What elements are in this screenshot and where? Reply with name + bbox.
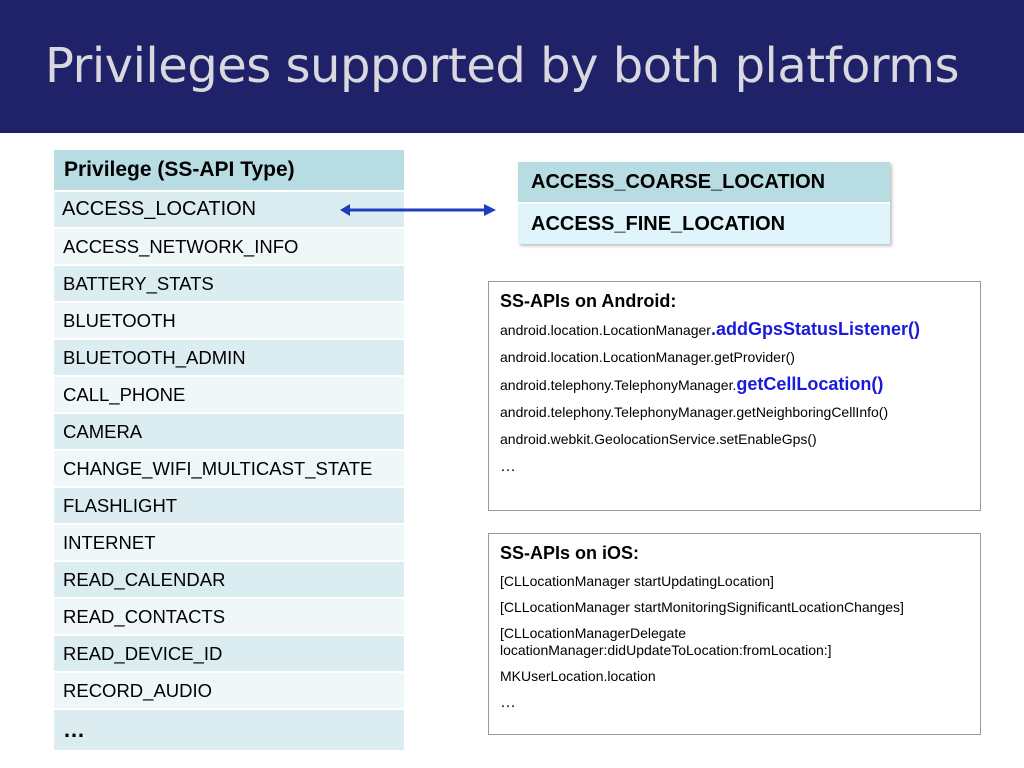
privilege-cell: INTERNET	[54, 523, 404, 561]
privilege-cell: READ_DEVICE_ID	[54, 634, 404, 672]
ios-api-line: MKUserLocation.location	[500, 668, 656, 684]
privilege-cell: BATTERY_STATS	[54, 264, 404, 302]
api-prefix: android.location.LocationManager.getProv…	[500, 349, 795, 365]
table-row: READ_DEVICE_ID	[54, 634, 404, 672]
location-privilege-table: ACCESS_COARSE_LOCATION ACCESS_FINE_LOCAT…	[518, 162, 890, 244]
table-row: CHANGE_WIFI_MULTICAST_STATE	[54, 449, 404, 487]
privilege-cell: BLUETOOTH	[54, 301, 404, 339]
ios-apis-heading: SS-APIs on iOS:	[500, 543, 640, 563]
table-row: BLUETOOTH_ADMIN	[54, 338, 404, 376]
table-row: ACCESS_FINE_LOCATION	[518, 202, 890, 244]
privilege-cell: CAMERA	[54, 412, 404, 450]
api-prefix: android.webkit.GeolocationService.setEna…	[500, 431, 817, 447]
privilege-table-header: Privilege (SS-API Type)	[54, 150, 404, 192]
privilege-cell-ellipsis: …	[54, 708, 404, 750]
table-row: …	[54, 708, 404, 750]
privilege-cell: CHANGE_WIFI_MULTICAST_STATE	[54, 449, 404, 487]
android-api-line: android.location.LocationManager.getProv…	[500, 349, 969, 366]
location-cell: ACCESS_FINE_LOCATION	[518, 202, 890, 244]
ios-api-ellipsis: …	[500, 694, 516, 711]
api-highlight: .addGpsStatusListener()	[710, 319, 920, 339]
api-prefix: android.telephony.TelephonyManager.getNe…	[500, 404, 889, 420]
table-row: BLUETOOTH	[54, 301, 404, 339]
android-apis-box: SS-APIs on Android: android.location.Loc…	[488, 281, 981, 511]
table-row: CAMERA	[54, 412, 404, 450]
privilege-cell: FLASHLIGHT	[54, 486, 404, 524]
table-row: ACCESS_NETWORK_INFO	[54, 227, 404, 265]
ios-api-line: [CLLocationManagerDelegate locationManag…	[500, 625, 832, 658]
api-highlight: getCellLocation()	[736, 374, 884, 394]
android-api-line: android.telephony.TelephonyManager.getCe…	[500, 374, 969, 394]
ios-api-line: [CLLocationManager startMonitoringSignif…	[500, 599, 904, 615]
privilege-cell: ACCESS_NETWORK_INFO	[54, 227, 404, 265]
privilege-cell: RECORD_AUDIO	[54, 671, 404, 709]
ios-api-line: [CLLocationManager startUpdatingLocation…	[500, 573, 774, 589]
location-cell: ACCESS_COARSE_LOCATION	[518, 162, 890, 203]
table-row: READ_CONTACTS	[54, 597, 404, 635]
table-row: CALL_PHONE	[54, 375, 404, 413]
privilege-table-header-row: Privilege (SS-API Type)	[54, 150, 404, 192]
slide-title: Privileges supported by both platforms	[45, 38, 960, 94]
privilege-cell: BLUETOOTH_ADMIN	[54, 338, 404, 376]
api-prefix: android.location.LocationManager	[500, 322, 711, 338]
android-apis-heading: SS-APIs on Android:	[500, 291, 677, 311]
android-api-line: android.location.LocationManager.addGpsS…	[500, 319, 969, 339]
table-row: RECORD_AUDIO	[54, 671, 404, 709]
title-bar: Privileges supported by both platforms	[0, 0, 1024, 133]
table-row: READ_CALENDAR	[54, 560, 404, 598]
privilege-cell: READ_CALENDAR	[54, 560, 404, 598]
api-prefix: android.telephony.TelephonyManager.	[500, 377, 737, 393]
android-api-line: android.telephony.TelephonyManager.getNe…	[500, 404, 969, 421]
android-api-ellipsis: …	[500, 458, 516, 475]
table-row: BATTERY_STATS	[54, 264, 404, 302]
ios-apis-box: SS-APIs on iOS: [CLLocationManager start…	[488, 533, 981, 735]
privilege-table: Privilege (SS-API Type) ACCESS_LOCATION …	[54, 150, 404, 750]
double-arrow-icon	[340, 204, 496, 216]
privilege-cell: CALL_PHONE	[54, 375, 404, 413]
table-row: ACCESS_COARSE_LOCATION	[518, 162, 890, 203]
android-api-line: android.webkit.GeolocationService.setEna…	[500, 431, 969, 448]
table-row: INTERNET	[54, 523, 404, 561]
privilege-cell: READ_CONTACTS	[54, 597, 404, 635]
table-row: FLASHLIGHT	[54, 486, 404, 524]
